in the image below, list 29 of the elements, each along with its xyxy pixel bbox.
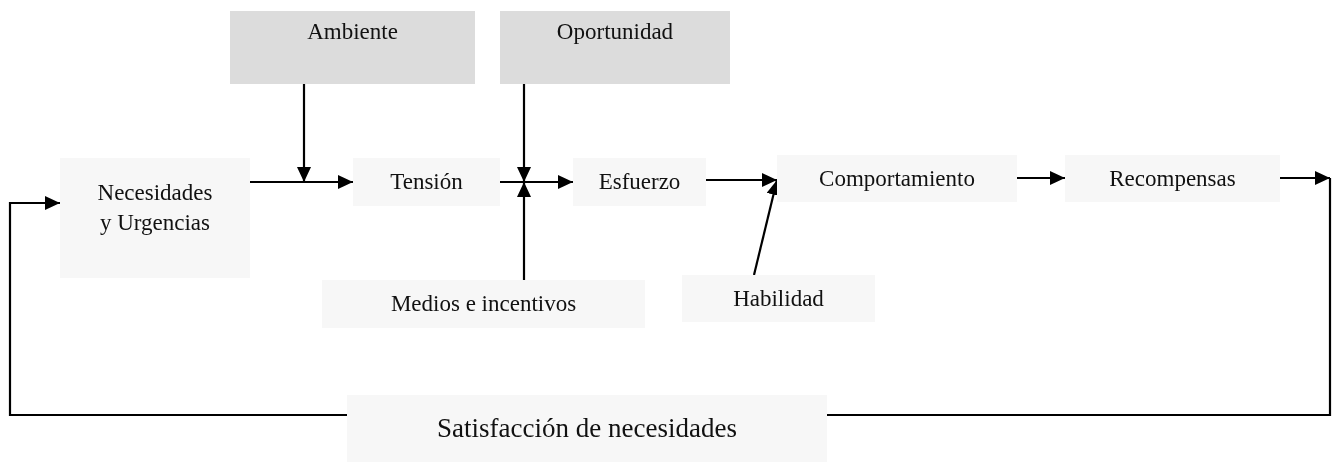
box-label: Medios e incentivos [390, 290, 577, 319]
arrow [517, 84, 531, 182]
process-box [322, 280, 645, 328]
process-box [347, 395, 827, 462]
process-box [500, 11, 730, 84]
process-box [230, 11, 475, 84]
process-box [573, 158, 706, 206]
arrow [250, 175, 353, 189]
box-label: Satisfacción de necesidades [437, 411, 737, 445]
process-box [777, 155, 1017, 202]
arrow [8, 196, 347, 417]
arrow [1280, 171, 1330, 185]
arrow [706, 173, 777, 187]
arrow [1017, 171, 1065, 185]
arrow [500, 175, 573, 189]
process-box [1065, 155, 1280, 202]
box-label: Habilidad [733, 284, 824, 313]
arrow [297, 84, 311, 182]
box-label: Ambiente [307, 18, 398, 46]
box-label: Recompensas [1109, 164, 1236, 193]
process-box [60, 158, 250, 278]
box-label: Esfuerzo [598, 168, 681, 197]
arrow [517, 182, 531, 280]
process-box [353, 158, 500, 206]
box-label: Tensión [390, 168, 463, 197]
box-label: Oportunidad [556, 18, 674, 46]
box-label: Necesidades y Urgencias [96, 179, 214, 237]
box-label: Comportamiento [819, 164, 975, 193]
process-box [682, 275, 875, 322]
